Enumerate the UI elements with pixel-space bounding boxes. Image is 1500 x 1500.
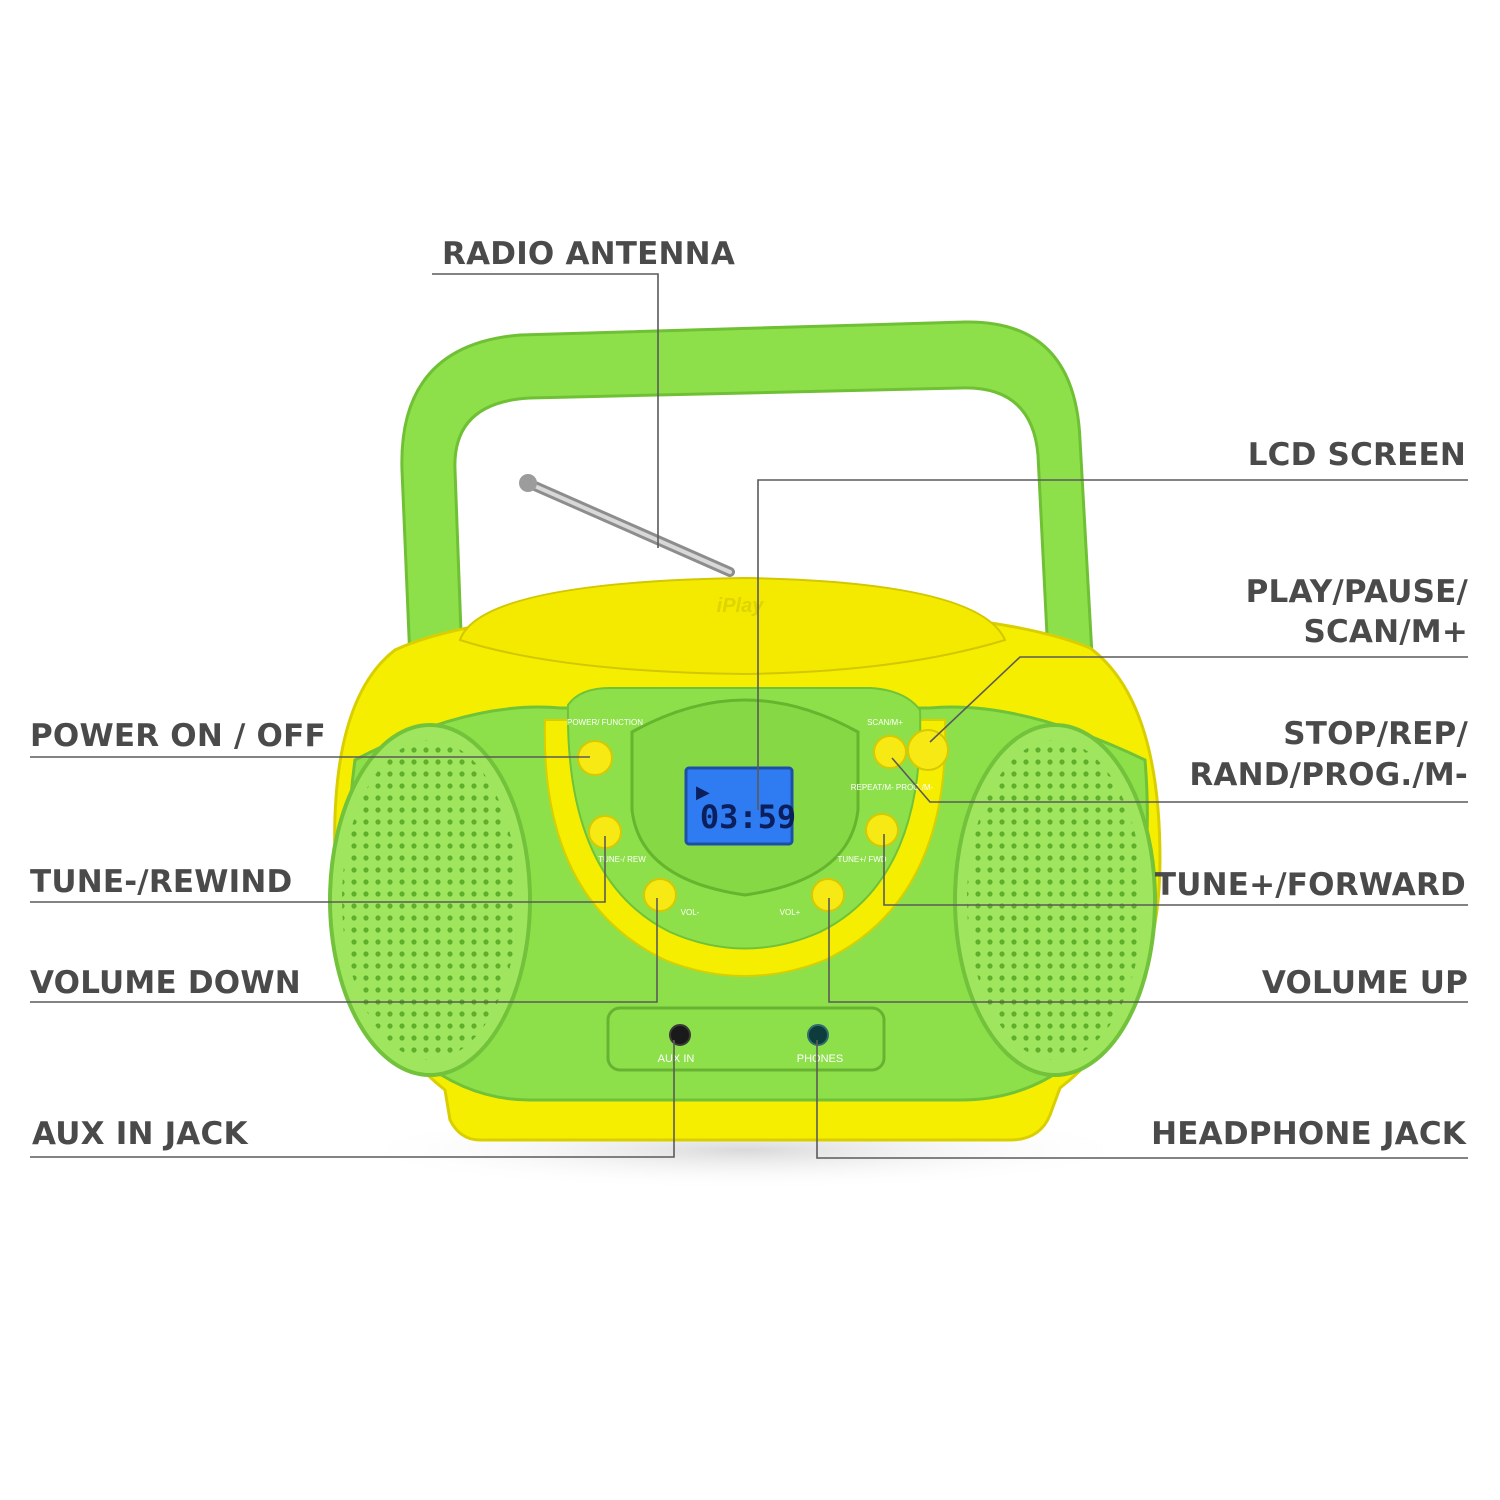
panel-label-repeat: REPEAT/M- PROG./M- bbox=[851, 783, 934, 792]
lcd-play-indicator: ▶ bbox=[696, 782, 710, 802]
label-volume-down: VOLUME DOWN bbox=[30, 965, 301, 1001]
leader-volume-down bbox=[30, 898, 658, 1003]
label-volume-up: VOLUME UP bbox=[1261, 965, 1468, 1001]
label-play-pause-line2: SCAN/M+ bbox=[1303, 614, 1468, 650]
panel-label-power: POWER/ FUNCTION bbox=[567, 718, 643, 727]
headphone-jack[interactable] bbox=[807, 1024, 829, 1046]
leader-tune-minus bbox=[30, 836, 606, 903]
leader-radio-antenna bbox=[432, 273, 659, 548]
lcd-time: 03:59 bbox=[700, 798, 796, 836]
label-tune-minus: TUNE-/REWIND bbox=[30, 864, 293, 900]
label-play-pause-line1: PLAY/PAUSE/ bbox=[1245, 574, 1468, 610]
panel-label-aux: AUX IN bbox=[658, 1053, 695, 1065]
panel-label-scan: SCAN/M+ bbox=[867, 718, 903, 727]
leader-volume-up bbox=[828, 898, 1468, 1003]
label-aux-in: AUX IN JACK bbox=[32, 1116, 248, 1152]
label-stop-line1: STOP/REP/ bbox=[1283, 716, 1468, 752]
label-tune-plus: TUNE+/FORWARD bbox=[1154, 867, 1466, 903]
carry-handle bbox=[400, 320, 1094, 662]
label-stop-line2: RAND/PROG./M- bbox=[1189, 757, 1468, 793]
leader-aux-in bbox=[30, 1040, 675, 1158]
brand-logo: iPlay bbox=[717, 595, 765, 617]
left-speaker bbox=[328, 723, 532, 1077]
right-speaker bbox=[953, 723, 1157, 1077]
label-radio-antenna: RADIO ANTENNA bbox=[442, 236, 736, 272]
leader-headphone bbox=[816, 1040, 1468, 1159]
label-power: POWER ON / OFF bbox=[30, 718, 326, 754]
panel-label-phones: PHONES bbox=[797, 1053, 843, 1065]
volume-down-button[interactable] bbox=[643, 878, 677, 912]
leader-play-pause bbox=[929, 656, 1468, 743]
tune-forward-button[interactable] bbox=[865, 813, 899, 847]
panel-label-tune-fwd: TUNE+/ FWD bbox=[837, 855, 886, 864]
leader-stop bbox=[891, 757, 1468, 803]
lcd-screen bbox=[684, 766, 794, 846]
leader-lcd-screen bbox=[757, 479, 1468, 810]
panel-label-tune-rew: TUNE-/ REW bbox=[598, 855, 646, 864]
antenna bbox=[519, 474, 735, 577]
panel-label-vol-up: VOL+ bbox=[780, 908, 801, 917]
panel-label-vol-down: VOL- bbox=[681, 908, 700, 917]
leader-tune-plus bbox=[883, 834, 1468, 906]
cd-lid bbox=[458, 576, 1007, 676]
label-headphone: HEADPHONE JACK bbox=[1151, 1116, 1466, 1152]
label-lcd-screen: LCD SCREEN bbox=[1247, 437, 1466, 473]
aux-in-jack[interactable] bbox=[669, 1024, 691, 1046]
jack-panel bbox=[606, 1006, 886, 1072]
stop-repeat-button[interactable] bbox=[873, 735, 907, 769]
volume-up-button[interactable] bbox=[811, 878, 845, 912]
play-pause-button[interactable] bbox=[907, 729, 949, 771]
power-button[interactable] bbox=[577, 740, 613, 776]
